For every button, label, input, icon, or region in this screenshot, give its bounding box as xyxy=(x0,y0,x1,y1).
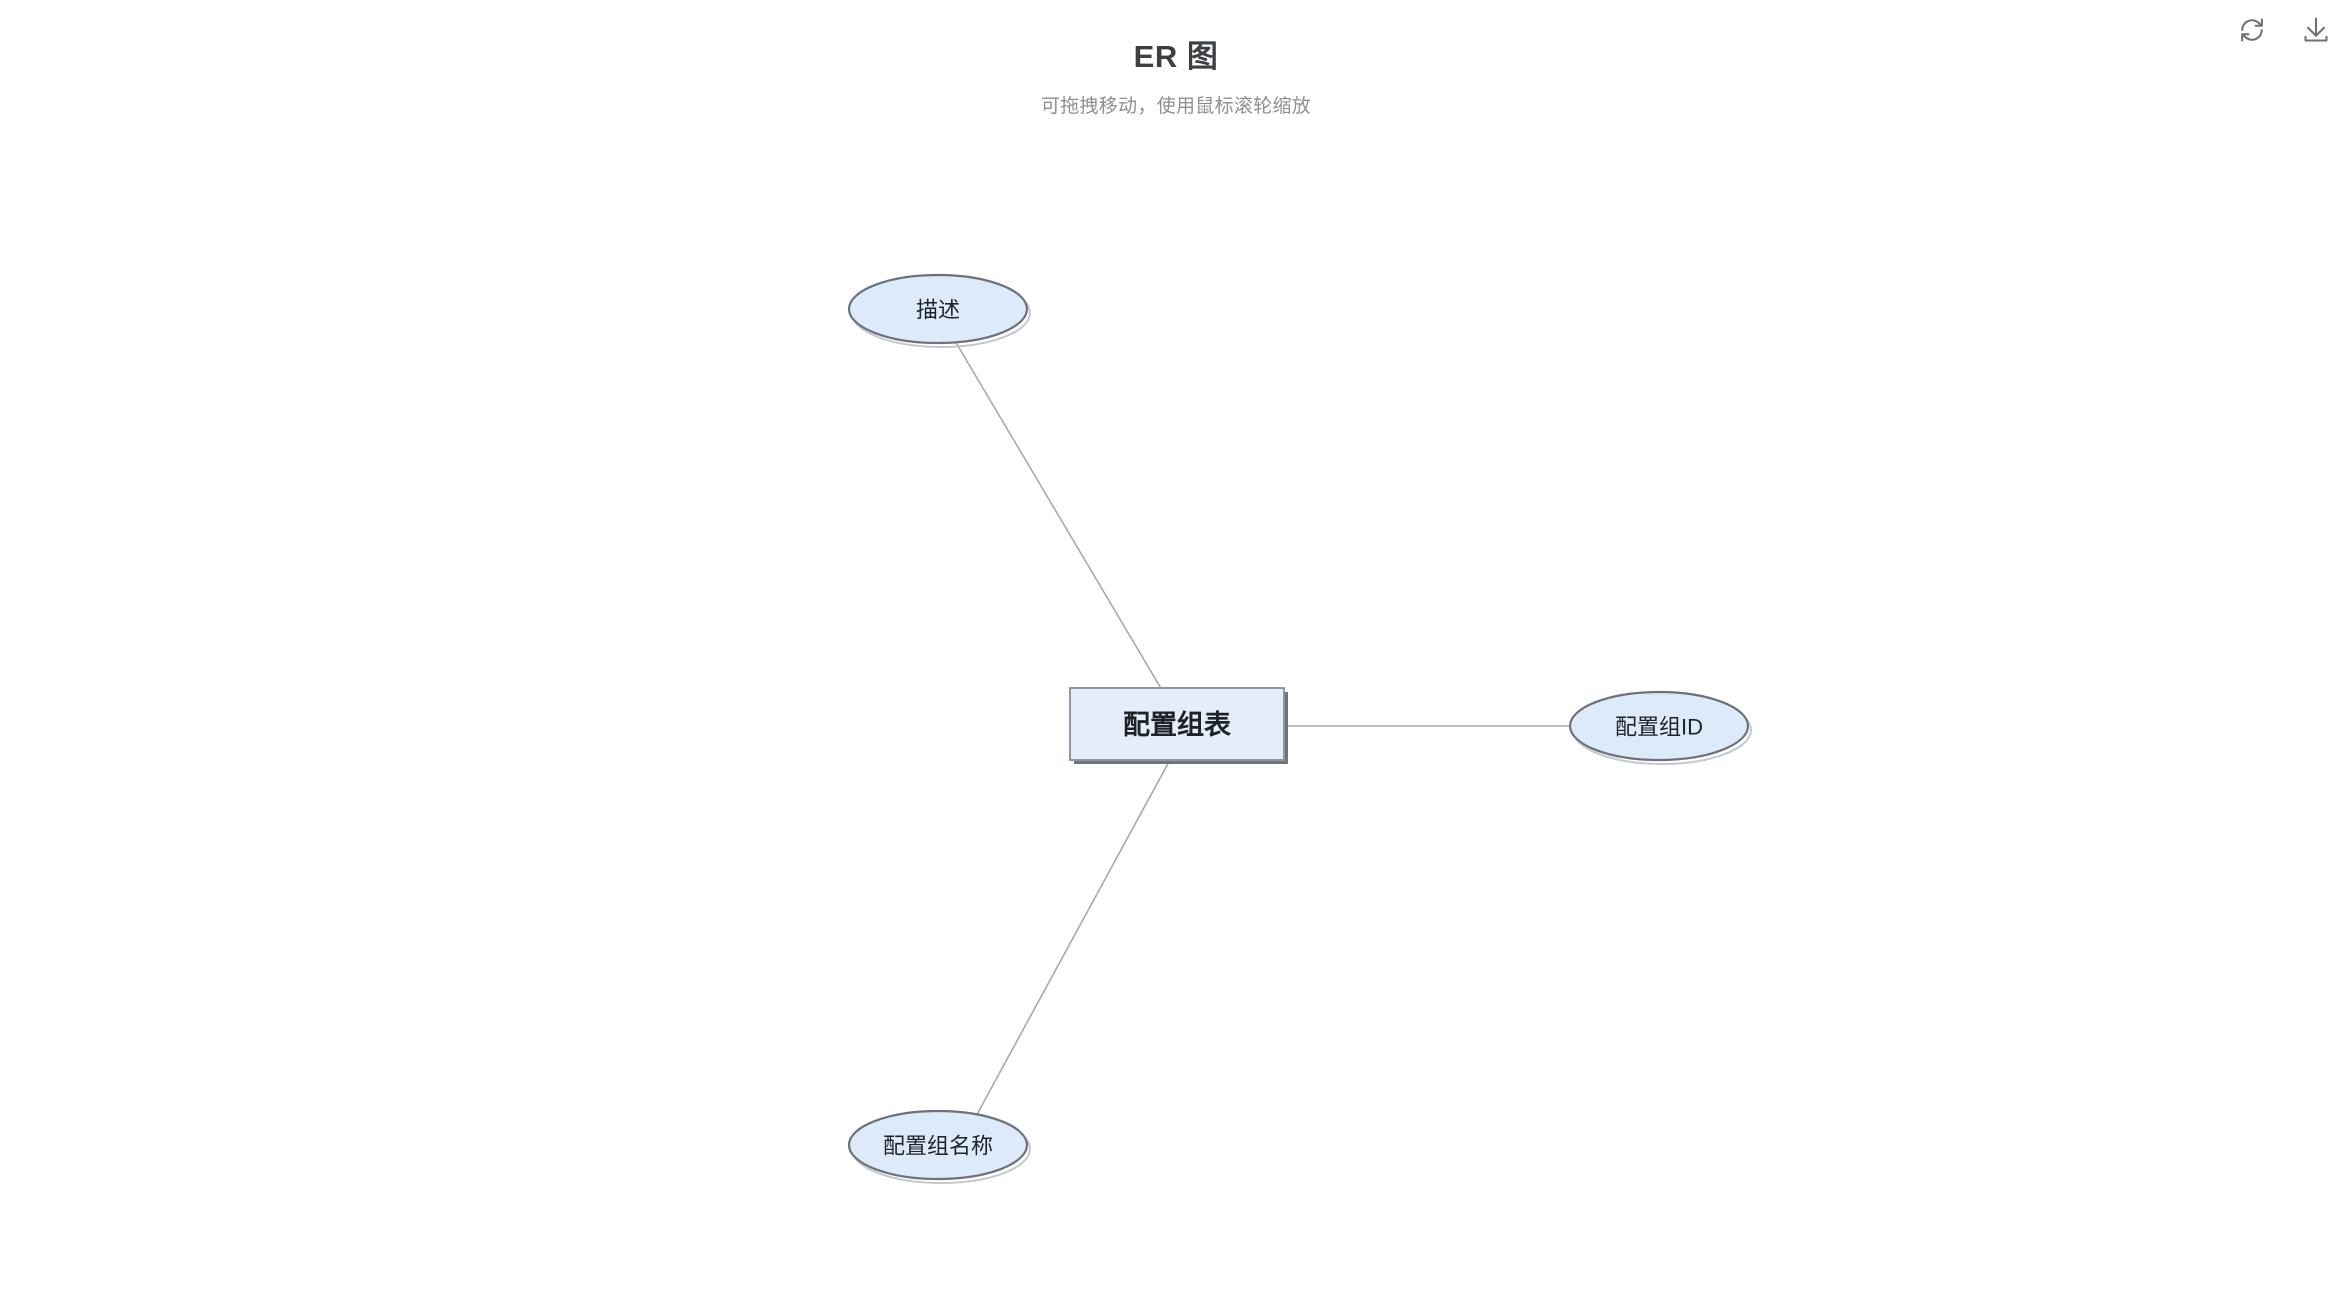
entity-node-config-group-table[interactable]: 配置组表 xyxy=(1069,687,1288,764)
edge-layer xyxy=(954,340,1570,1119)
attribute-label: 描述 xyxy=(916,298,960,323)
edge-config-group-name xyxy=(974,759,1171,1119)
attribute-ellipse xyxy=(847,1109,1029,1181)
attribute-label: 配置组名称 xyxy=(883,1134,993,1159)
attribute-node-config-group-name[interactable]: 配置组名称 xyxy=(847,1109,1031,1184)
attribute-ellipse xyxy=(1568,690,1750,762)
attribute-node-description[interactable]: 描述 xyxy=(847,273,1031,348)
diagram-toolbar xyxy=(2230,8,2338,52)
node-layer: 描述 配置组ID 配置组名称 配置组表 xyxy=(847,273,1752,1184)
reset-view-button[interactable] xyxy=(2230,8,2274,52)
refresh-icon xyxy=(2237,15,2267,45)
download-icon xyxy=(2301,15,2331,45)
attribute-label: 配置组ID xyxy=(1615,715,1703,740)
attribute-node-config-group-id[interactable]: 配置组ID xyxy=(1568,690,1752,765)
edge-description xyxy=(954,340,1176,713)
attribute-ellipse xyxy=(847,273,1029,345)
entity-label: 配置组表 xyxy=(1123,709,1231,740)
download-button[interactable] xyxy=(2294,8,2338,52)
entity-rect xyxy=(1069,687,1285,761)
